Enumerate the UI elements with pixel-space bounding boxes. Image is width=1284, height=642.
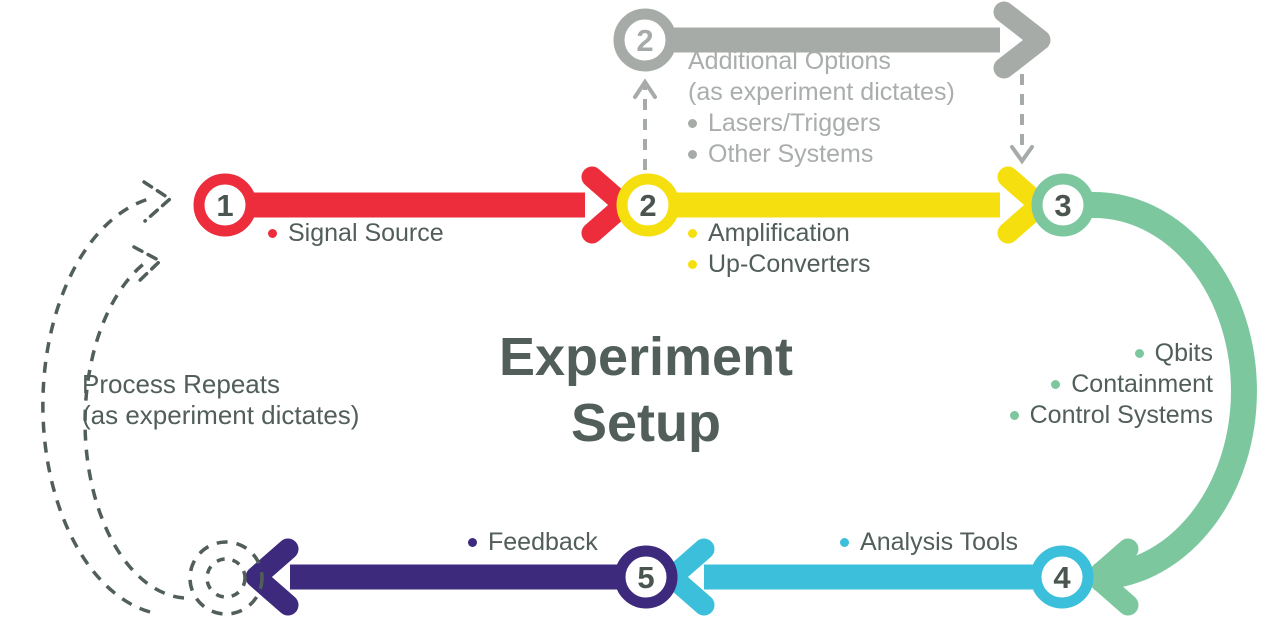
step-number-5: 5 <box>637 560 654 595</box>
bullet-dot-icon <box>688 260 697 269</box>
repeat-dashed-arc-outer <box>41 196 153 614</box>
step-circle-1 <box>193 173 257 237</box>
repeat-note: Process Repeats (as experiment dictates) <box>82 369 359 431</box>
bullet-dot-icon <box>840 538 850 547</box>
step-label: Feedback <box>468 527 598 558</box>
repeat-dashed-arc-inner-arrowhead <box>132 245 163 286</box>
branch-dashed-down-arrowhead <box>1010 145 1034 165</box>
step5-labels: Feedback <box>468 527 598 558</box>
step-number-2: 2 <box>639 188 656 223</box>
branch-item: Other Systems <box>688 139 955 170</box>
branch-title: Additional Options <box>688 47 891 75</box>
branch-item: Lasers/Triggers <box>688 108 955 139</box>
repeat-dashed-arc-inner <box>83 260 185 600</box>
bullet-dot-icon <box>1051 380 1061 389</box>
branch-circle-2 <box>613 8 677 72</box>
step-circle-3 <box>1031 173 1095 237</box>
repeat-note-line2: (as experiment dictates) <box>82 400 360 430</box>
arrow-3-4-curve <box>1063 192 1257 590</box>
step-circle-4 <box>1030 545 1094 609</box>
repeat-dashed-circle-inner <box>205 557 247 599</box>
step-label: Up-Converters <box>688 249 871 280</box>
repeat-dashed-circle-outer <box>188 540 264 616</box>
step-circle-2 <box>616 173 680 237</box>
arrow-3-4-head <box>1085 538 1139 616</box>
branch-number-2: 2 <box>636 23 653 58</box>
step-number-3: 3 <box>1054 188 1071 223</box>
step4-labels: Analysis Tools <box>840 527 1018 558</box>
arrow-5-repeat-head <box>245 538 299 616</box>
repeat-dashed-arc-outer-arrowhead <box>142 180 173 223</box>
step-number-1: 1 <box>216 188 233 223</box>
bullet-dot-icon <box>268 229 277 238</box>
step-number-4: 4 <box>1053 560 1071 595</box>
bullet-dot-icon <box>688 150 697 159</box>
bullet-dot-icon <box>1134 349 1144 358</box>
page-title: Experiment Setup <box>392 324 900 456</box>
page-title-line1: Experiment <box>498 327 794 387</box>
step-label: Signal Source <box>268 218 444 249</box>
bullet-dot-icon <box>688 229 697 238</box>
step-circle-5 <box>614 545 678 609</box>
step-label: Amplification <box>688 218 871 249</box>
step3-labels: Qbits Containment Control Systems <box>1009 338 1213 431</box>
step2-labels: Amplification Up-Converters <box>688 218 871 280</box>
bullet-dot-icon <box>688 119 697 128</box>
page-title-line2: Setup <box>570 393 721 453</box>
step1-labels: Signal Source <box>268 218 444 249</box>
repeat-note-line1: Process Repeats <box>82 369 280 399</box>
branch-subtitle: (as experiment dictates) <box>688 78 955 106</box>
step-label: Qbits <box>1010 338 1213 369</box>
step-label: Analysis Tools <box>840 527 1018 558</box>
step-label: Containment <box>1010 369 1213 400</box>
branch-dashed-up-arrowhead <box>633 78 657 99</box>
bullet-dot-icon <box>1009 411 1019 420</box>
step-label: Control Systems <box>1009 400 1213 431</box>
branch-options-block: Additional Options (as experiment dictat… <box>688 46 955 170</box>
bullet-dot-icon <box>468 538 477 547</box>
branch-arrow-head <box>993 1 1051 79</box>
